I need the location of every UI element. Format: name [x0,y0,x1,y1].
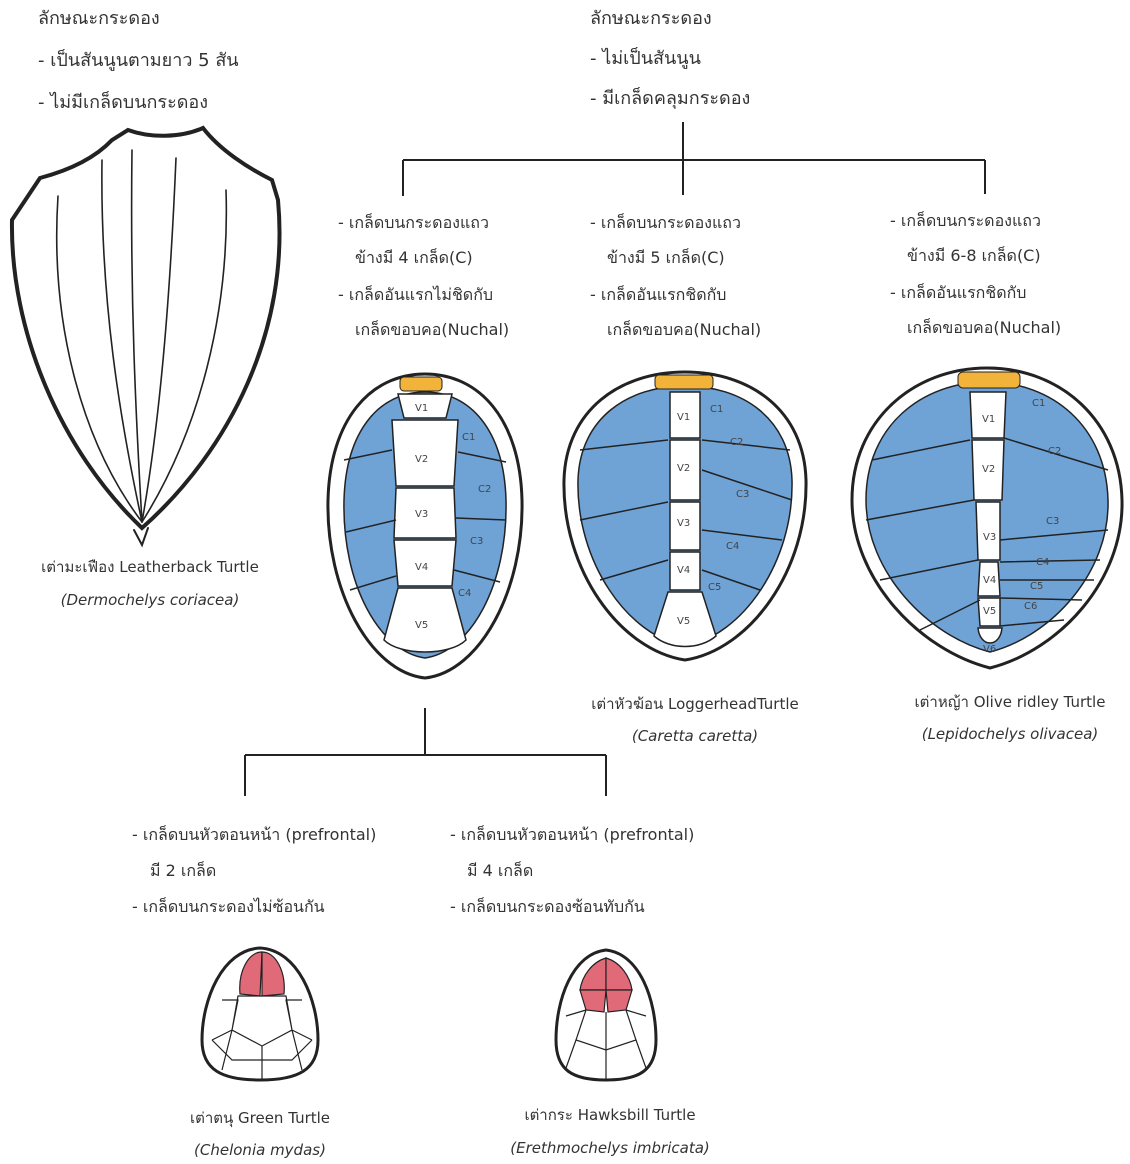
b3-c2-label: C2 [1048,446,1061,457]
b3-c3-label: C3 [1046,516,1059,527]
b1-c4-label: C4 [458,588,471,599]
b1-v4-label: V4 [415,562,428,573]
b2-c3-label: C3 [736,489,749,500]
b3-c4-label: C4 [1036,557,1049,568]
b3-v3-label: V3 [983,532,996,543]
b2-v4-label: V4 [677,565,690,576]
b1-c2-label: C2 [478,484,491,495]
b1-c1-label: C1 [462,432,475,443]
b3-c6-label: C6 [1024,601,1037,612]
b2-c4-label: C4 [726,541,739,552]
b3-v1-label: V1 [982,414,995,425]
b3-v5-label: V5 [983,606,996,617]
b2-c2-label: C2 [730,437,743,448]
b3-v6-label: V6 [983,644,996,655]
b3-c1-label: C1 [1032,398,1045,409]
b3-v2-label: V2 [982,464,995,475]
b1-v1-label: V1 [415,403,428,414]
b2-v1-label: V1 [677,412,690,423]
b2-v2-label: V2 [677,463,690,474]
b2-c1-label: C1 [710,404,723,415]
b2-c5-label: C5 [708,582,721,593]
b2-v3-label: V3 [677,518,690,529]
b3-c5-label: C5 [1030,581,1043,592]
b1-c3-label: C3 [470,536,483,547]
b3-v4-label: V4 [983,575,996,586]
b1-v2-label: V2 [415,454,428,465]
b1-v5-label: V5 [415,620,428,631]
b2-v5-label: V5 [677,616,690,627]
b1-v3-label: V3 [415,509,428,520]
